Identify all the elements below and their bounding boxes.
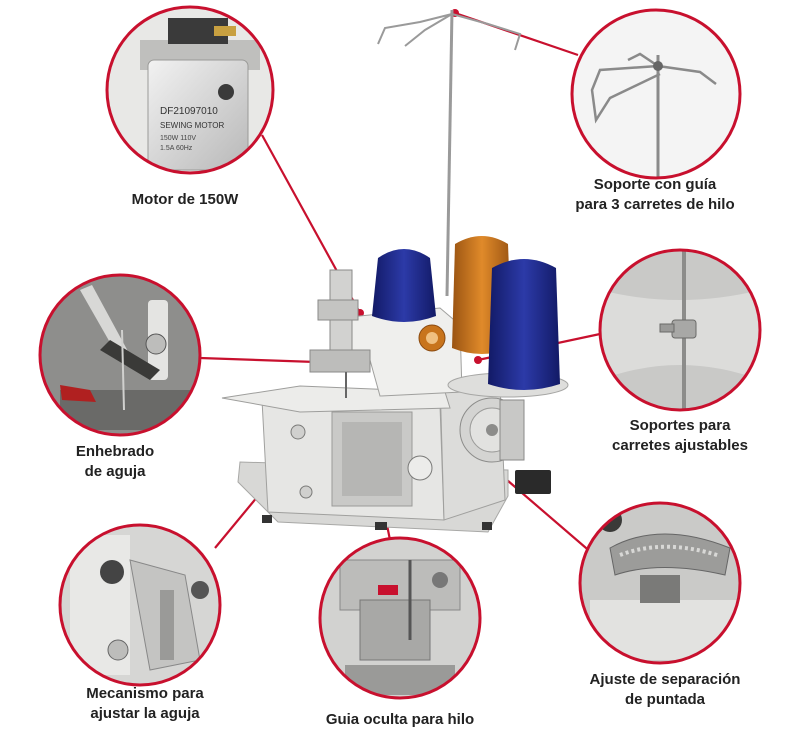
label-needle-threading-line2: de aguja xyxy=(84,463,146,480)
label-needle-adjust-line2: ajustar la aguja xyxy=(90,705,200,722)
label-stitch-spacing-line1: Ajuste de separación xyxy=(589,671,741,688)
thread-guide-detail-circle xyxy=(570,8,742,180)
overlock-machine xyxy=(221,269,551,533)
label-thread-guide-line2: para 3 carretes de hilo xyxy=(575,196,735,213)
hidden-guide-detail-circle xyxy=(318,536,482,700)
leader-needle-threading xyxy=(199,356,317,364)
motor-plate-model: DF21097010 xyxy=(160,106,218,117)
motor-plate-power: 150W 110V xyxy=(160,135,196,142)
label-spool-holders-line1: Soportes para xyxy=(629,417,731,434)
motor-plate-type: SEWING MOTOR xyxy=(160,121,225,130)
label-thread-guide-line1: Soporte con guía xyxy=(593,176,717,193)
label-needle-adjust-line1: Mecanismo para xyxy=(86,685,204,702)
label-motor: Motor de 150W xyxy=(131,191,239,208)
thread-stand xyxy=(377,9,522,297)
spool-holder-detail-circle xyxy=(598,248,762,412)
stitch-spacing-detail-circle xyxy=(578,501,742,665)
label-spool-holders-line2: carretes ajustables xyxy=(612,437,748,454)
label-hidden-guide: Guia oculta para hilo xyxy=(325,711,475,728)
label-needle-threading-line1: Enhebrado xyxy=(75,443,155,460)
label-stitch-spacing: Ajuste de separación de puntada xyxy=(565,670,765,710)
motor-detail-circle: DF21097010 SEWING MOTOR 150W 110V 1.5A 6… xyxy=(105,5,275,175)
label-thread-guide: Soporte con guía para 3 carretes de hilo xyxy=(555,175,755,215)
label-needle-threading: Enhebrado de aguja xyxy=(40,442,190,482)
label-spool-holders: Soportes para carretes ajustables xyxy=(590,416,770,456)
label-needle-adjust: Mecanismo para ajustar la aguja xyxy=(55,684,235,724)
needle-threading-detail-circle xyxy=(38,273,202,437)
needle-adjust-detail-circle xyxy=(58,523,222,687)
motor-plate-current: 1.5A 60Hz xyxy=(160,145,193,152)
thread-spools xyxy=(372,236,569,398)
label-stitch-spacing-line2: de puntada xyxy=(624,691,705,708)
